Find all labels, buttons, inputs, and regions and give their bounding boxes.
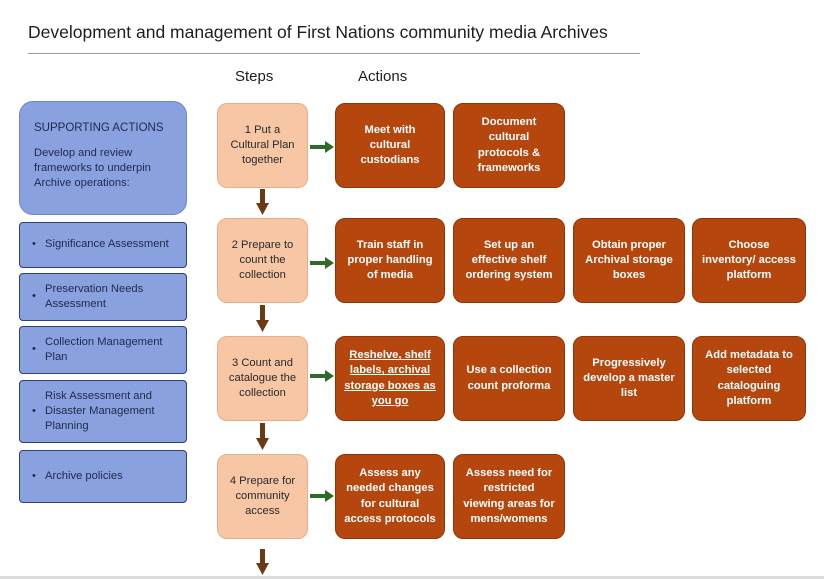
support-item-label: Significance Assessment <box>45 238 169 251</box>
action-count-proforma: Use a collection count proforma <box>453 336 565 421</box>
bullet-icon: • <box>32 290 36 303</box>
action-label: Use a collection count proforma <box>466 364 552 392</box>
action-label: Meet with cultural custodians <box>360 123 420 167</box>
supporting-actions-title: SUPPORTING ACTIONS <box>34 122 164 134</box>
step-4-box: 4 Prepare for community access <box>217 454 308 539</box>
down-arrow-icon <box>256 423 269 450</box>
supporting-actions-box: SUPPORTING ACTIONS Develop and review fr… <box>19 101 187 215</box>
step-3-box: 3 Count and catalogue the collection <box>217 336 308 421</box>
action-reshelve: Reshelve, shelf labels, archival storage… <box>335 336 445 421</box>
action-label: Train staff in proper handling of media <box>347 238 433 282</box>
step-1-box: 1 Put a Cultural Plan together <box>217 103 308 188</box>
action-label: Set up an effective shelf ordering syste… <box>465 238 553 282</box>
action-train-staff: Train staff in proper handling of media <box>335 218 445 303</box>
action-label: Reshelve, shelf labels, archival storage… <box>344 349 436 407</box>
action-label: Assess any needed changes for cultural a… <box>344 467 436 525</box>
action-label: Document cultural protocols & frameworks <box>477 116 541 174</box>
support-item-label: Collection Management Plan <box>45 335 163 363</box>
right-arrow-icon <box>310 370 334 382</box>
step-label: 1 Put a Cultural Plan together <box>230 123 295 167</box>
bottom-edge <box>0 576 824 579</box>
support-item-label: Archive policies <box>45 469 123 482</box>
right-arrow-icon <box>310 257 334 269</box>
support-item-collection-management: • Collection Management Plan <box>19 326 187 374</box>
step-label: 2 Prepare to count the collection <box>231 238 294 282</box>
down-arrow-icon <box>256 305 269 332</box>
action-inventory-platform: Choose inventory/ access platform <box>692 218 806 303</box>
support-item-preservation: • Preservation Needs Assessment <box>19 273 187 321</box>
bullet-icon: • <box>32 343 36 356</box>
step-2-box: 2 Prepare to count the collection <box>217 218 308 303</box>
action-shelf-ordering: Set up an effective shelf ordering syste… <box>453 218 565 303</box>
bullet-icon: • <box>32 404 36 417</box>
steps-header: Steps <box>235 68 274 85</box>
step-label: 4 Prepare for community access <box>229 474 296 518</box>
down-arrow-icon <box>256 189 269 215</box>
actions-header: Actions <box>358 68 408 85</box>
support-item-significance: • Significance Assessment <box>19 222 187 268</box>
action-label: Assess need for restricted viewing areas… <box>463 467 555 525</box>
support-item-label: Preservation Needs Assessment <box>45 282 144 310</box>
page-title: Development and management of First Nati… <box>28 22 608 42</box>
action-label: Choose inventory/ access platform <box>702 238 796 282</box>
action-storage-boxes: Obtain proper Archival storage boxes <box>573 218 685 303</box>
action-document-protocols: Document cultural protocols & frameworks <box>453 103 565 188</box>
bullet-icon: • <box>32 469 36 482</box>
title-divider <box>28 53 640 54</box>
action-label: Add metadata to selected cataloguing pla… <box>705 349 793 407</box>
support-item-risk-assessment: • Risk Assessment and Disaster Managemen… <box>19 380 187 443</box>
action-label: Obtain proper Archival storage boxes <box>585 238 673 282</box>
supporting-actions-description: Develop and review frameworks to underpi… <box>34 146 151 189</box>
step-label: 3 Count and catalogue the collection <box>228 356 297 400</box>
down-arrow-icon <box>256 549 269 575</box>
action-cultural-access: Assess any needed changes for cultural a… <box>335 454 445 539</box>
bullet-icon: • <box>32 238 36 251</box>
action-label: Progressively develop a master list <box>583 356 675 400</box>
support-item-archive-policies: • Archive policies <box>19 450 187 503</box>
right-arrow-icon <box>310 490 334 502</box>
support-item-label: Risk Assessment and Disaster Management … <box>45 389 155 433</box>
right-arrow-icon <box>310 141 334 153</box>
action-restricted-viewing: Assess need for restricted viewing areas… <box>453 454 565 539</box>
action-meet-custodians: Meet with cultural custodians <box>335 103 445 188</box>
action-master-list: Progressively develop a master list <box>573 336 685 421</box>
action-add-metadata: Add metadata to selected cataloguing pla… <box>692 336 806 421</box>
